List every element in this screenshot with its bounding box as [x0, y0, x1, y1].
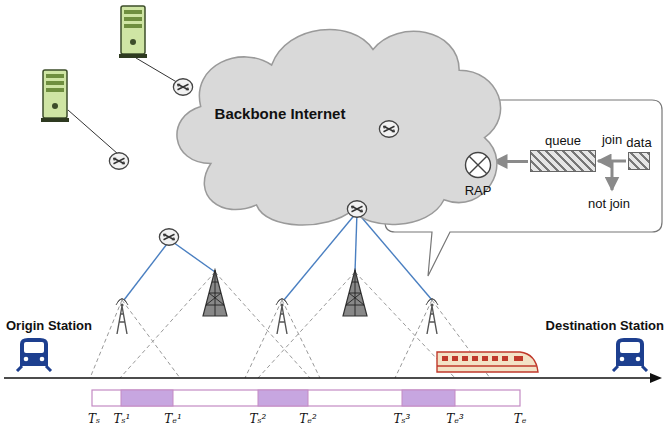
cloud-title: Backbone Internet: [215, 105, 346, 122]
time-label: Tₛ³: [394, 412, 411, 426]
time-label: Tₛ¹: [114, 412, 131, 426]
time-label: Tₑ²: [299, 412, 316, 426]
time-label: Tₑ: [514, 412, 527, 426]
station-label: Destination Station: [546, 318, 664, 333]
cloud-network: Backbone Internet: [150, 8, 520, 236]
flow-arrow: [598, 160, 626, 163]
time-label: Tₑ³: [446, 412, 463, 426]
rap-circle: RAP: [464, 151, 492, 179]
time-label: Tₛ²: [250, 412, 267, 426]
time-label: Tₛ: [88, 412, 100, 426]
cloud-shape: [150, 8, 520, 236]
station-label: Origin Station: [6, 318, 92, 333]
flow-arrow: [494, 160, 528, 163]
node-label: queue: [545, 133, 581, 148]
node-label: RAP: [465, 183, 492, 198]
node-label: data: [626, 135, 651, 150]
queue-box: queue: [530, 150, 596, 172]
data-box: data: [628, 152, 650, 170]
cloud-outline: [177, 29, 501, 225]
branch-label: not join: [588, 196, 630, 211]
rap-cross: [469, 156, 487, 174]
rap-symbol: [464, 151, 492, 179]
edge-label: join: [602, 132, 622, 147]
time-label: Tₑ¹: [164, 412, 181, 426]
rap-ring: [466, 153, 491, 178]
